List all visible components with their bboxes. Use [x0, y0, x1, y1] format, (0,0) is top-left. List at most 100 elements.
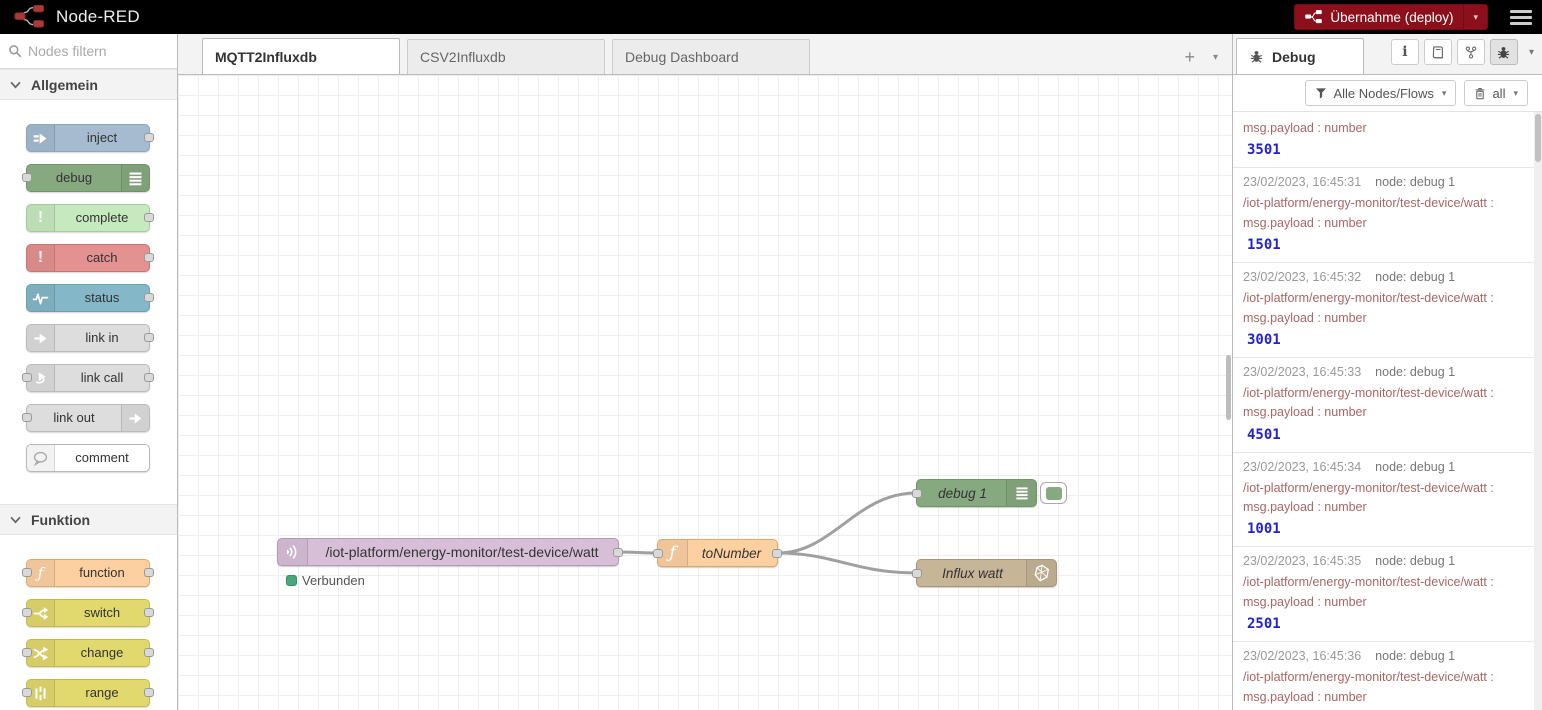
- debug-tab-button[interactable]: [1489, 39, 1518, 65]
- palette-node-debug[interactable]: debug: [22, 164, 150, 192]
- node-input-port[interactable]: [22, 688, 32, 697]
- debug-message[interactable]: 23/02/2023, 16:45:33 node: debug 1 /iot-…: [1233, 358, 1534, 453]
- debug-message-source: node: debug 1: [1375, 270, 1456, 285]
- info-tab-button[interactable]: i: [1390, 39, 1419, 65]
- function-input-port[interactable]: [653, 549, 663, 558]
- node-output-port[interactable]: [144, 373, 154, 382]
- influxdb-out-node[interactable]: Influx watt: [912, 559, 1057, 587]
- debug-message-topic: /iot-platform/energy-monitor/test-device…: [1243, 385, 1494, 400]
- function-output-port[interactable]: [772, 549, 782, 558]
- palette-node-complete[interactable]: !complete: [26, 204, 154, 232]
- palette-node-link-call[interactable]: link call: [22, 364, 154, 392]
- debug-message-topic: /iot-platform/energy-monitor/test-device…: [1243, 575, 1494, 590]
- palette-search[interactable]: [0, 34, 177, 69]
- debug-clear-button[interactable]: all ▾: [1464, 80, 1528, 106]
- debug-message-property[interactable]: msg.payload : number: [1243, 689, 1367, 704]
- node-output-port[interactable]: [144, 568, 154, 577]
- wire[interactable]: [777, 551, 917, 575]
- debug-message-property[interactable]: msg.payload : number: [1243, 405, 1367, 420]
- debug-message-value: 4501: [1247, 426, 1281, 443]
- node-output-port[interactable]: [144, 133, 154, 142]
- palette-section-header-allgemein[interactable]: Allgemein: [0, 69, 177, 100]
- mqtt-node-status: Verbunden: [286, 573, 365, 588]
- node-output-port[interactable]: [144, 253, 154, 262]
- palette-node-link-in[interactable]: link in: [26, 324, 154, 352]
- node-input-port[interactable]: [22, 608, 32, 617]
- flow-list-caret[interactable]: ▾: [1212, 51, 1218, 63]
- palette-node-catch[interactable]: !catch: [26, 244, 154, 272]
- canvas-vertical-scrollbar[interactable]: [1226, 355, 1231, 420]
- debug-message[interactable]: 23/02/2023, 16:45:31 node: debug 1 /iot-…: [1233, 168, 1534, 264]
- debug-message-list[interactable]: msg.payload : number 3501 23/02/2023, 16…: [1233, 112, 1534, 710]
- node-input-port[interactable]: [22, 648, 32, 657]
- help-tab-button[interactable]: [1423, 39, 1452, 65]
- context-tab-button[interactable]: [1456, 39, 1485, 65]
- palette-node-status[interactable]: status: [26, 284, 154, 312]
- palette-section-header-funktion[interactable]: Funktion: [0, 504, 177, 535]
- debug-message-property[interactable]: msg.payload : number: [1243, 594, 1367, 609]
- debug-message-property[interactable]: msg.payload : number: [1243, 500, 1367, 514]
- mqtt-in-node[interactable]: /iot-platform/energy-monitor/test-device…: [277, 538, 623, 588]
- node-output-port[interactable]: [144, 688, 154, 697]
- palette-node-change[interactable]: change: [22, 639, 154, 667]
- debug-list-icon: [1006, 480, 1036, 506]
- debug-clear-label: all: [1492, 85, 1506, 101]
- palette-node-inject[interactable]: inject: [26, 124, 154, 152]
- add-flow-button[interactable]: +: [1184, 47, 1195, 67]
- sidebar-options-caret[interactable]: ▾: [1528, 46, 1534, 58]
- flow-tab-mqtt2influxdb[interactable]: MQTT2Influxdb: [202, 38, 400, 74]
- debug-input-port[interactable]: [912, 489, 922, 498]
- debug-node[interactable]: debug 1: [912, 479, 1067, 507]
- bug-icon: [1250, 51, 1263, 63]
- mqtt-output-port[interactable]: [613, 548, 623, 557]
- debug-message[interactable]: 23/02/2023, 16:45:35 node: debug 1 /iot-…: [1233, 547, 1534, 643]
- deploy-button[interactable]: Übernahme (deploy) ▾: [1294, 4, 1488, 30]
- debug-message[interactable]: msg.payload : number 3501: [1233, 112, 1534, 169]
- app-header: Node-RED Übernahme (deploy) ▾: [0, 0, 1542, 34]
- debug-message-property[interactable]: msg.payload : number: [1243, 310, 1367, 325]
- node-input-port[interactable]: [22, 413, 32, 422]
- debug-message[interactable]: 23/02/2023, 16:45:32 node: debug 1 /iot-…: [1233, 263, 1534, 358]
- palette-node-label: change: [80, 645, 124, 660]
- function-node[interactable]: ƒ toNumber: [653, 539, 782, 567]
- wire[interactable]: [777, 491, 917, 555]
- deploy-options-caret[interactable]: ▾: [1463, 5, 1487, 29]
- inject-icon: [27, 125, 55, 151]
- function-icon: ƒ: [658, 540, 688, 566]
- debug-message-topic: /iot-platform/energy-monitor/test-device…: [1243, 480, 1494, 495]
- switch-icon: [27, 600, 55, 626]
- node-input-port[interactable]: [22, 568, 32, 577]
- wire[interactable]: [618, 550, 658, 555]
- debug-filter-button[interactable]: Alle Nodes/Flows ▾: [1305, 80, 1457, 106]
- main-menu-button[interactable]: [1510, 9, 1532, 25]
- palette-node-switch[interactable]: switch: [22, 599, 154, 627]
- palette-node-comment[interactable]: comment: [26, 444, 150, 472]
- palette-node-link-out[interactable]: link out: [22, 404, 150, 432]
- flow-canvas[interactable]: /iot-platform/energy-monitor/test-device…: [178, 75, 1232, 710]
- debug-message-property[interactable]: msg.payload : number: [1243, 121, 1367, 135]
- debug-enable-toggle[interactable]: [1040, 482, 1067, 504]
- debug-message-meta: 23/02/2023, 16:45:31 node: debug 1: [1243, 175, 1524, 189]
- debug-message-property[interactable]: msg.payload : number: [1243, 215, 1367, 230]
- node-output-port[interactable]: [144, 213, 154, 222]
- node-input-port[interactable]: [22, 173, 32, 182]
- palette-node-range[interactable]: range: [22, 679, 154, 707]
- debug-message[interactable]: 23/02/2023, 16:45:36 node: debug 1 /iot-…: [1233, 642, 1534, 710]
- mqtt-node-label: /iot-platform/energy-monitor/test-device…: [325, 544, 599, 560]
- link-out-icon: [121, 405, 149, 431]
- palette-search-input[interactable]: [28, 43, 158, 59]
- flow-tab-debug-dashboard[interactable]: Debug Dashboard: [612, 39, 810, 74]
- node-output-port[interactable]: [144, 293, 154, 302]
- node-output-port[interactable]: [144, 608, 154, 617]
- tab-debug[interactable]: Debug: [1236, 38, 1364, 74]
- node-output-port[interactable]: [144, 648, 154, 657]
- debug-scrollbar-track[interactable]: [1534, 112, 1542, 710]
- debug-message[interactable]: 23/02/2023, 16:45:34 node: debug 1 /iot-…: [1233, 453, 1534, 548]
- flow-tab-csv2influxdb[interactable]: CSV2Influxdb: [407, 39, 605, 74]
- node-output-port[interactable]: [144, 333, 154, 342]
- node-input-port[interactable]: [22, 373, 32, 382]
- influxdb-input-port[interactable]: [912, 569, 922, 578]
- debug-scrollbar-thumb[interactable]: [1535, 114, 1541, 162]
- debug-message-value: 1501: [1247, 237, 1281, 254]
